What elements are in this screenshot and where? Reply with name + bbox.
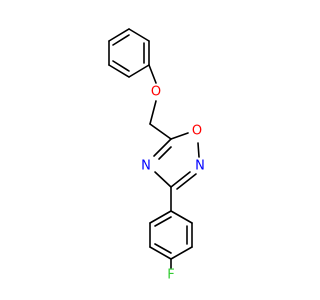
bond xyxy=(149,210,172,224)
atom-label-n2: N xyxy=(195,159,205,174)
bond xyxy=(170,171,191,188)
bond xyxy=(128,28,150,42)
bond xyxy=(108,28,130,42)
bond xyxy=(154,171,172,188)
atom-label-n4: N xyxy=(141,159,151,174)
bond xyxy=(148,64,157,84)
atom-label-o1: O xyxy=(151,85,161,100)
bond xyxy=(170,210,193,224)
atom-label-o2: O xyxy=(192,124,202,139)
bond xyxy=(170,246,193,260)
bond xyxy=(170,132,189,140)
bond xyxy=(108,64,130,78)
bond xyxy=(112,60,130,72)
bond xyxy=(197,142,200,158)
bond xyxy=(154,243,172,254)
bond xyxy=(149,100,157,125)
bond xyxy=(128,64,150,78)
bond xyxy=(154,216,172,227)
bond xyxy=(149,246,172,260)
bond xyxy=(112,34,130,46)
molecule-diagram: O O N N F xyxy=(108,28,205,283)
structure-drawing: O O N N F xyxy=(108,28,205,283)
atom-label-f: F xyxy=(167,268,174,283)
bond xyxy=(153,138,172,157)
bond xyxy=(176,173,197,190)
bond xyxy=(158,146,172,160)
bond xyxy=(149,123,172,140)
